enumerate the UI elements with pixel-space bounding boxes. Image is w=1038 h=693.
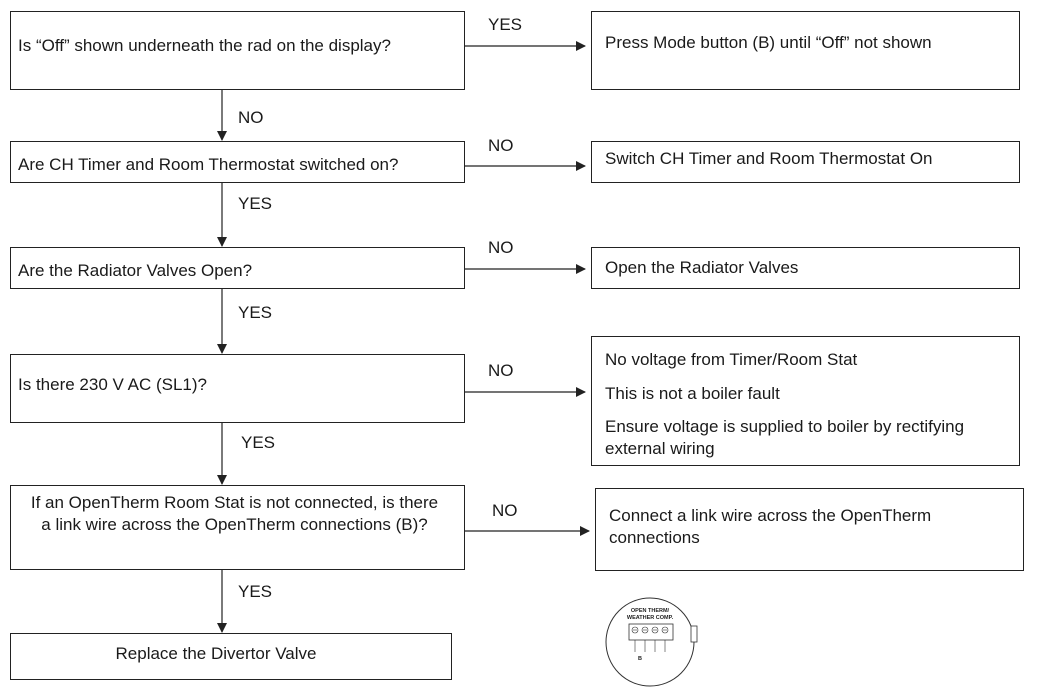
action-box-link-wire: Connect a link wire across the OpenTherm… — [595, 488, 1024, 571]
question-box-radiator-valves: Are the Radiator Valves Open? — [10, 247, 465, 289]
label-no-timer-thermostat: NO — [488, 136, 514, 155]
action-no-voltage-line3: Ensure voltage is supplied to boiler by … — [605, 417, 965, 458]
connector-marker-b: B — [638, 656, 642, 662]
question-box-timer-thermostat: Are CH Timer and Room Thermostat switche… — [10, 141, 465, 183]
label-yes-230v: YES — [241, 433, 276, 452]
label-yes-radiator-valves: YES — [238, 303, 273, 322]
action-no-voltage-line1: No voltage from Timer/Room Stat — [605, 350, 858, 369]
action-press-mode-text: Press Mode button (B) until “Off” not sh… — [605, 33, 932, 52]
label-no-230v: NO — [488, 361, 514, 380]
final-box-replace-divertor: Replace the Divertor Valve — [10, 633, 452, 680]
question-off-display-text: Is “Off” shown underneath the rad on the… — [18, 36, 391, 55]
label-no-radiator-valves: NO — [488, 238, 514, 257]
terminal-block — [628, 623, 674, 641]
question-opentherm-link-text: If an OpenTherm Room Stat is not connect… — [30, 493, 439, 534]
connector-title-line1: OPEN THERM/ — [631, 608, 670, 614]
action-no-voltage-line2: This is not a boiler fault — [605, 384, 780, 403]
label-yes-off-display: YES — [488, 15, 523, 34]
side-tab — [690, 625, 698, 643]
opentherm-connector-diagram: OPEN THERM/ WEATHER COMP. B — [605, 597, 698, 687]
question-230v-text: Is there 230 V AC (SL1)? — [18, 375, 207, 394]
action-box-no-voltage: No voltage from Timer/Room Stat This is … — [591, 336, 1020, 466]
final-replace-divertor-text: Replace the Divertor Valve — [115, 644, 317, 663]
connector-title-line2: WEATHER COMP. — [627, 615, 674, 621]
action-box-open-valves: Open the Radiator Valves — [591, 247, 1020, 289]
question-box-opentherm-link: If an OpenTherm Room Stat is not connect… — [10, 485, 465, 570]
question-timer-thermostat-text: Are CH Timer and Room Thermostat switche… — [18, 155, 399, 174]
label-yes-opentherm-link: YES — [238, 582, 273, 601]
label-yes-timer-thermostat: YES — [238, 194, 273, 213]
action-link-wire-text: Connect a link wire across the OpenTherm… — [609, 506, 932, 547]
question-box-off-display: Is “Off” shown underneath the rad on the… — [10, 11, 465, 90]
label-no-off-display: NO — [238, 108, 264, 127]
action-switch-on-text: Switch CH Timer and Room Thermostat On — [605, 149, 933, 168]
question-box-230v: Is there 230 V AC (SL1)? — [10, 354, 465, 423]
terminal-screws — [631, 626, 669, 634]
action-box-switch-on: Switch CH Timer and Room Thermostat On — [591, 141, 1020, 183]
label-no-opentherm-link: NO — [492, 501, 518, 520]
action-box-press-mode: Press Mode button (B) until “Off” not sh… — [591, 11, 1020, 90]
terminal-wires — [634, 640, 666, 652]
question-radiator-valves-text: Are the Radiator Valves Open? — [18, 261, 253, 280]
action-open-valves-text: Open the Radiator Valves — [605, 258, 799, 277]
